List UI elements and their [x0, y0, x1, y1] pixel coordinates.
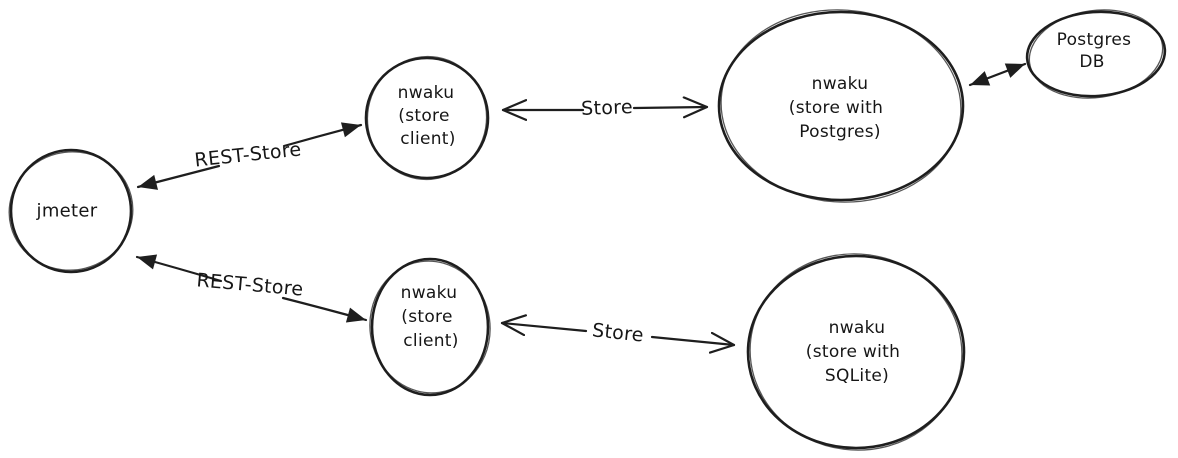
node-label-store-postgres-line3: Postgres) [799, 122, 881, 142]
node-label-store-postgres-line2: (store with [789, 98, 883, 118]
edge-label-store-bottom: Store [591, 319, 645, 346]
store-top-arrow-right [632, 96, 709, 119]
store-sqlite-circle [746, 254, 966, 450]
node-nwaku-store-sqlite: nwaku (store with SQLite) [746, 253, 966, 451]
jmeter-circle-sketch [8, 151, 134, 271]
node-label-postgres-db-line2: DB [1079, 52, 1104, 72]
postgres-db-arrow [968, 62, 1027, 87]
store-sqlite-circle-sketch [749, 253, 963, 451]
node-label-client-bottom-line1: nwaku [401, 283, 458, 303]
edge-store-bottom: Store [500, 314, 736, 354]
postgres-db-ellipse-sketch [1028, 9, 1164, 99]
store-bottom-arrow-left [500, 314, 588, 337]
node-label-store-sqlite-line1: nwaku [829, 318, 886, 338]
client-bottom-circle [370, 257, 490, 397]
rest-store-top-arrow-left [136, 164, 221, 190]
edge-store-top: Store [501, 96, 709, 121]
node-label-store-postgres-line1: nwaku [812, 74, 869, 94]
store-postgres-circle-sketch [720, 9, 962, 203]
node-jmeter: jmeter [8, 148, 134, 274]
client-top-circle-sketch [366, 55, 488, 181]
client-bottom-circle-sketch [369, 260, 491, 394]
postgres-db-ellipse [1025, 10, 1167, 98]
node-label-store-sqlite-line3: SQLite) [825, 366, 889, 386]
node-label-store-sqlite-line2: (store with [806, 342, 900, 362]
edge-rest-store-top: REST-Store [136, 122, 363, 190]
edge-label-rest-store-top: REST-Store [194, 138, 303, 171]
node-label-client-top-line2: (store [398, 106, 449, 126]
node-nwaku-store-postgres: nwaku (store with Postgres) [717, 9, 965, 203]
node-label-client-bottom-line3: client) [403, 331, 458, 351]
client-top-circle [364, 56, 490, 180]
store-bottom-arrow-right [650, 331, 736, 354]
node-label-client-bottom-line2: (store [401, 307, 452, 327]
edge-rest-store-bottom: REST-Store [135, 254, 368, 323]
node-label-jmeter: jmeter [36, 201, 98, 222]
node-nwaku-store-client-bottom: nwaku (store client) [369, 257, 491, 397]
node-label-client-top-line1: nwaku [398, 83, 455, 103]
jmeter-circle [9, 148, 133, 274]
edge-label-store-top: Store [581, 96, 633, 120]
rest-store-bottom-arrow-left [135, 254, 223, 283]
edge-postgres-db-link [968, 62, 1027, 87]
node-label-client-top-line3: client) [400, 129, 455, 149]
rest-store-top-arrow-right [282, 122, 363, 148]
edge-label-rest-store-bottom: REST-Store [196, 269, 305, 300]
node-nwaku-store-client-top: nwaku (store client) [364, 55, 490, 181]
rest-store-bottom-arrow-right [281, 296, 368, 323]
node-label-postgres-db-line1: Postgres [1057, 30, 1132, 50]
store-postgres-circle [717, 10, 965, 202]
node-postgres-db: Postgres DB [1025, 9, 1167, 99]
